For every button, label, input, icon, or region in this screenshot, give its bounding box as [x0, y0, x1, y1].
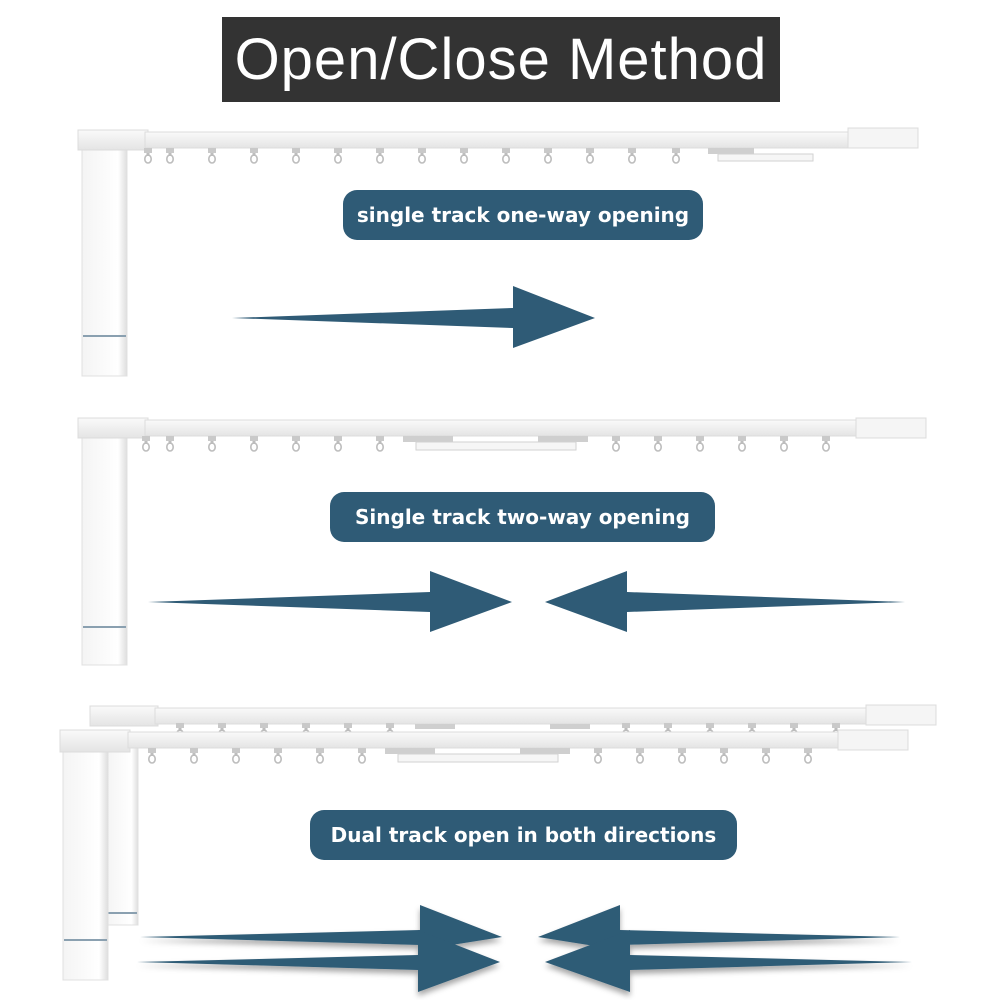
motor-unit	[81, 149, 128, 377]
arrow-left-icon	[545, 930, 912, 992]
arrow-right-icon	[148, 571, 512, 632]
section-two-way	[77, 417, 927, 666]
page-title: Open/Close Method	[222, 17, 780, 102]
arrow-left-icon	[538, 905, 900, 950]
arrow-left-icon	[545, 571, 905, 632]
section-dual-track	[59, 704, 937, 992]
arrow-right-icon	[232, 286, 595, 348]
curtain-track	[77, 417, 927, 451]
section-label-dual-track: Dual track open in both directions	[310, 810, 737, 860]
curtain-hooks	[143, 147, 681, 164]
curtain-track-back	[89, 704, 937, 729]
arrow-right-icon	[140, 905, 502, 950]
section-one-way	[77, 127, 919, 377]
curtain-track	[77, 127, 919, 162]
curtain-track-front	[59, 729, 909, 763]
motor-unit	[62, 744, 139, 981]
arrow-right-icon	[137, 930, 500, 992]
section-label-one-way: single track one-way opening	[343, 190, 703, 240]
motor-unit	[81, 436, 128, 666]
section-label-two-way: Single track two-way opening	[330, 492, 715, 542]
